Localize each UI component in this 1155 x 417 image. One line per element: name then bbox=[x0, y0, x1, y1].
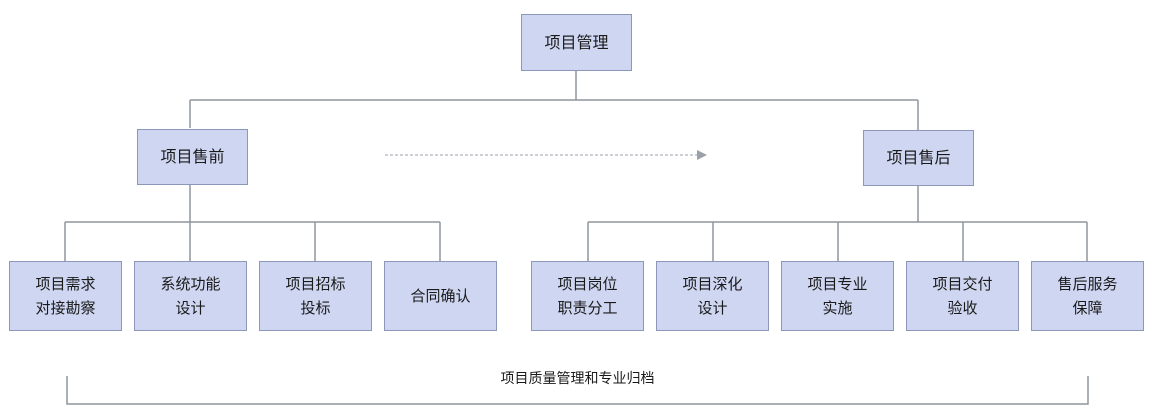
node-after-child-3-line-2: 实施 bbox=[822, 299, 853, 317]
footer-caption: 项目质量管理和专业归档 bbox=[500, 371, 655, 387]
node-after-sales-label: 项目售后 bbox=[886, 148, 951, 167]
node-after-child-2-line-2: 设计 bbox=[697, 299, 728, 317]
footer-bracket bbox=[66, 376, 1089, 405]
phase-arrow-head bbox=[697, 150, 707, 160]
node-after-child-5-line-2: 保障 bbox=[1072, 299, 1103, 317]
node-pre-child-2-line-1: 系统功能 bbox=[160, 275, 221, 293]
node-after-child-1-line-2: 职责分工 bbox=[557, 299, 618, 317]
node-pre-child-3-line-1: 项目招标 bbox=[285, 275, 346, 293]
node-after-child-2: 项目深化 设计 bbox=[656, 261, 769, 331]
node-after-child-4-line-1: 项目交付 bbox=[932, 275, 993, 293]
node-after-child-5-line-1: 售后服务 bbox=[1057, 275, 1118, 293]
node-after-child-1-line-1: 项目岗位 bbox=[557, 275, 618, 293]
node-after-child-1: 项目岗位 职责分工 bbox=[531, 261, 644, 331]
node-pre-child-3-line-2: 投标 bbox=[300, 299, 331, 317]
root-node-label: 项目管理 bbox=[544, 32, 609, 52]
node-pre-child-1-line-2: 对接勘察 bbox=[35, 299, 96, 317]
node-after-sales: 项目售后 bbox=[863, 130, 974, 186]
node-pre-child-2-line-2: 设计 bbox=[175, 299, 206, 317]
node-pre-child-3: 项目招标 投标 bbox=[259, 261, 372, 331]
node-after-child-4: 项目交付 验收 bbox=[906, 261, 1019, 331]
node-after-child-5: 售后服务 保障 bbox=[1031, 261, 1144, 331]
node-pre-child-2: 系统功能 设计 bbox=[134, 261, 247, 331]
node-pre-child-4-line-1: 合同确认 bbox=[410, 287, 471, 305]
node-pre-child-4: 合同确认 bbox=[384, 261, 497, 331]
node-pre-child-1: 项目需求 对接勘察 bbox=[9, 261, 122, 331]
node-after-child-4-line-2: 验收 bbox=[947, 299, 978, 317]
node-after-child-3-line-1: 项目专业 bbox=[807, 275, 868, 293]
node-after-child-3: 项目专业 实施 bbox=[781, 261, 894, 331]
node-pre-sales: 项目售前 bbox=[137, 129, 248, 185]
node-after-child-2-line-1: 项目深化 bbox=[682, 275, 743, 293]
node-pre-child-1-line-1: 项目需求 bbox=[35, 275, 96, 293]
root-node-project-management: 项目管理 bbox=[521, 14, 632, 71]
node-pre-sales-label: 项目售前 bbox=[160, 147, 225, 166]
